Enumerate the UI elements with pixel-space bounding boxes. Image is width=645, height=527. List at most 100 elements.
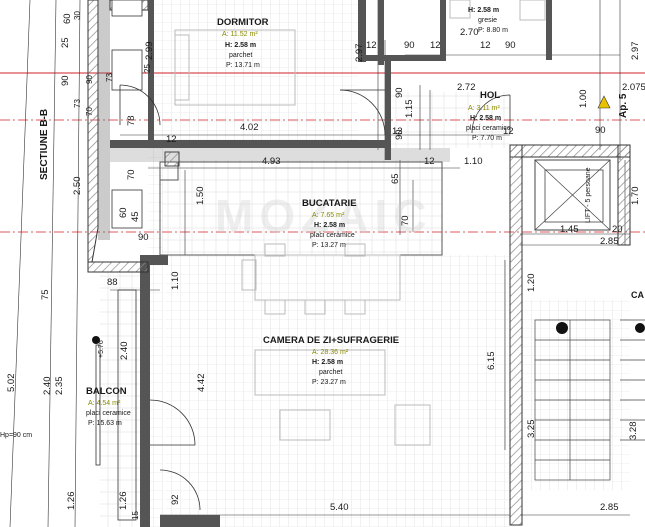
svg-text:H: 2.58 m: H: 2.58 m [468, 7, 499, 14]
svg-text:4.93: 4.93 [262, 156, 281, 167]
svg-text:1.26: 1.26 [66, 492, 77, 511]
svg-text:25: 25 [60, 37, 71, 48]
svg-text:H: 2.58 m: H: 2.58 m [314, 222, 345, 229]
svg-text:1.50: 1.50 [195, 187, 206, 206]
svg-text:A: 3.11 m²: A: 3.11 m² [468, 105, 500, 112]
svg-text:70: 70 [85, 107, 94, 116]
room-bucatarie: BUCATARIE A: 7.65 m² H: 2.58 m placi cer… [302, 198, 357, 249]
svg-text:DORMITOR: DORMITOR [217, 17, 269, 28]
svg-text:70: 70 [400, 215, 411, 226]
svg-text:2.40: 2.40 [119, 342, 130, 361]
svg-text:A: 7.65 m²: A: 7.65 m² [312, 212, 345, 219]
svg-text:placi ceramice: placi ceramice [310, 232, 355, 239]
axis-lines [0, 72, 645, 233]
svg-text:2.40: 2.40 [42, 377, 53, 396]
svg-text:45: 45 [130, 211, 141, 222]
svg-text:90: 90 [394, 87, 405, 98]
furniture [174, 0, 546, 446]
svg-text:70: 70 [126, 169, 137, 180]
svg-text:1.10: 1.10 [170, 272, 181, 291]
svg-text:12: 12 [166, 134, 177, 145]
dimension-lines [9, 0, 630, 527]
svg-text:placi ceramice: placi ceramice [466, 125, 511, 132]
svg-text:2.50: 2.50 [72, 177, 83, 196]
svg-text:73: 73 [73, 99, 82, 108]
svg-text:P: 7.70 m: P: 7.70 m [472, 135, 502, 142]
svg-text:P: 8.80 m: P: 8.80 m [478, 27, 508, 34]
svg-text:2.70: 2.70 [460, 27, 479, 38]
stairs [534, 319, 645, 481]
svg-text:2.72: 2.72 [457, 82, 476, 93]
room-baie: H: 2.58 m gresie P: 8.80 m [468, 7, 508, 34]
svg-text:60: 60 [62, 13, 73, 24]
svg-text:5.40: 5.40 [330, 502, 349, 513]
svg-text:90: 90 [505, 40, 516, 51]
windows [95, 0, 143, 521]
svg-text:6.15: 6.15 [486, 352, 497, 371]
svg-text:65: 65 [390, 173, 401, 184]
hp-label: Hp=90 cm [0, 432, 32, 439]
svg-text:88: 88 [107, 277, 118, 288]
svg-text:1.26: 1.26 [118, 492, 129, 511]
svg-text:75: 75 [40, 289, 51, 300]
lift-label: LIFT - 5 persoane [585, 167, 592, 223]
svg-text:12: 12 [366, 40, 377, 51]
svg-text:12: 12 [480, 40, 491, 51]
svg-text:2.35: 2.35 [54, 377, 65, 396]
svg-text:2.075: 2.075 [622, 82, 645, 93]
svg-text:90: 90 [138, 232, 149, 243]
svg-text:5.02: 5.02 [6, 374, 17, 393]
svg-text:A: 28.36 m²: A: 28.36 m² [312, 349, 349, 356]
svg-text:12: 12 [424, 156, 435, 167]
svg-text:90: 90 [60, 75, 71, 86]
svg-text:parchet: parchet [319, 369, 342, 376]
apartment-marker: Ap. 5 [597, 93, 629, 118]
room-balcon: BALCON A: 4.54 m² placi ceramice P: 15.6… [86, 386, 131, 427]
svg-text:Ap. 5: Ap. 5 [618, 93, 629, 118]
svg-text:4.02: 4.02 [240, 122, 259, 133]
svg-text:parchet: parchet [229, 52, 252, 59]
dimension-texts: 25 60 90 73 30 2.99 25 12 90 12 2.70 12 … [6, 11, 645, 520]
svg-text:78: 78 [126, 115, 137, 126]
svg-text:gresie: gresie [478, 17, 497, 24]
svg-text:+5.76: +5.76 [98, 340, 105, 358]
svg-text:CAMERA DE ZI+SUFRAGERIE: CAMERA DE ZI+SUFRAGERIE [263, 335, 399, 346]
svg-text:90: 90 [394, 129, 405, 140]
level-marker: +5.76 [92, 336, 105, 358]
svg-text:12: 12 [392, 126, 403, 137]
svg-text:2.99: 2.99 [144, 42, 155, 61]
svg-text:P: 13.27 m: P: 13.27 m [312, 242, 346, 249]
svg-text:12: 12 [503, 126, 514, 137]
svg-text:2.85: 2.85 [600, 502, 619, 513]
svg-text:60: 60 [118, 207, 129, 218]
svg-text:P: 13.71 m: P: 13.71 m [226, 62, 260, 69]
svg-text:H: 2.58 m: H: 2.58 m [470, 115, 501, 122]
svg-text:H: 2.58 m: H: 2.58 m [312, 359, 343, 366]
svg-text:A: 4.54 m²: A: 4.54 m² [88, 400, 121, 407]
stair-label: CA [631, 290, 644, 300]
svg-text:3.28: 3.28 [628, 422, 639, 441]
svg-text:3.25: 3.25 [526, 420, 537, 439]
floor-fills [100, 0, 630, 527]
svg-text:HOL: HOL [480, 90, 500, 101]
svg-text:1.20: 1.20 [526, 274, 537, 293]
svg-text:12: 12 [430, 40, 441, 51]
svg-text:90: 90 [85, 75, 94, 84]
svg-text:A: 11.52 m²: A: 11.52 m² [222, 31, 258, 38]
svg-text:H: 2.58 m: H: 2.58 m [225, 42, 256, 49]
svg-text:1.00: 1.00 [578, 90, 589, 109]
svg-text:BALCON: BALCON [86, 386, 127, 397]
room-hol: HOL A: 3.11 m² H: 2.58 m placi ceramice … [466, 90, 511, 142]
svg-text:20: 20 [612, 224, 623, 235]
svg-text:4.42: 4.42 [196, 374, 207, 393]
svg-text:1.15: 1.15 [404, 100, 415, 119]
svg-text:1.10: 1.10 [464, 156, 483, 167]
svg-text:BUCATARIE: BUCATARIE [302, 198, 357, 209]
svg-text:2.97: 2.97 [630, 42, 641, 61]
svg-text:2.97: 2.97 [354, 44, 365, 63]
svg-text:placi ceramice: placi ceramice [86, 410, 131, 417]
svg-text:15: 15 [131, 511, 140, 520]
room-dormitor: DORMITOR A: 11.52 m² H: 2.58 m parchet P… [217, 17, 269, 69]
svg-text:2.85: 2.85 [600, 236, 619, 247]
